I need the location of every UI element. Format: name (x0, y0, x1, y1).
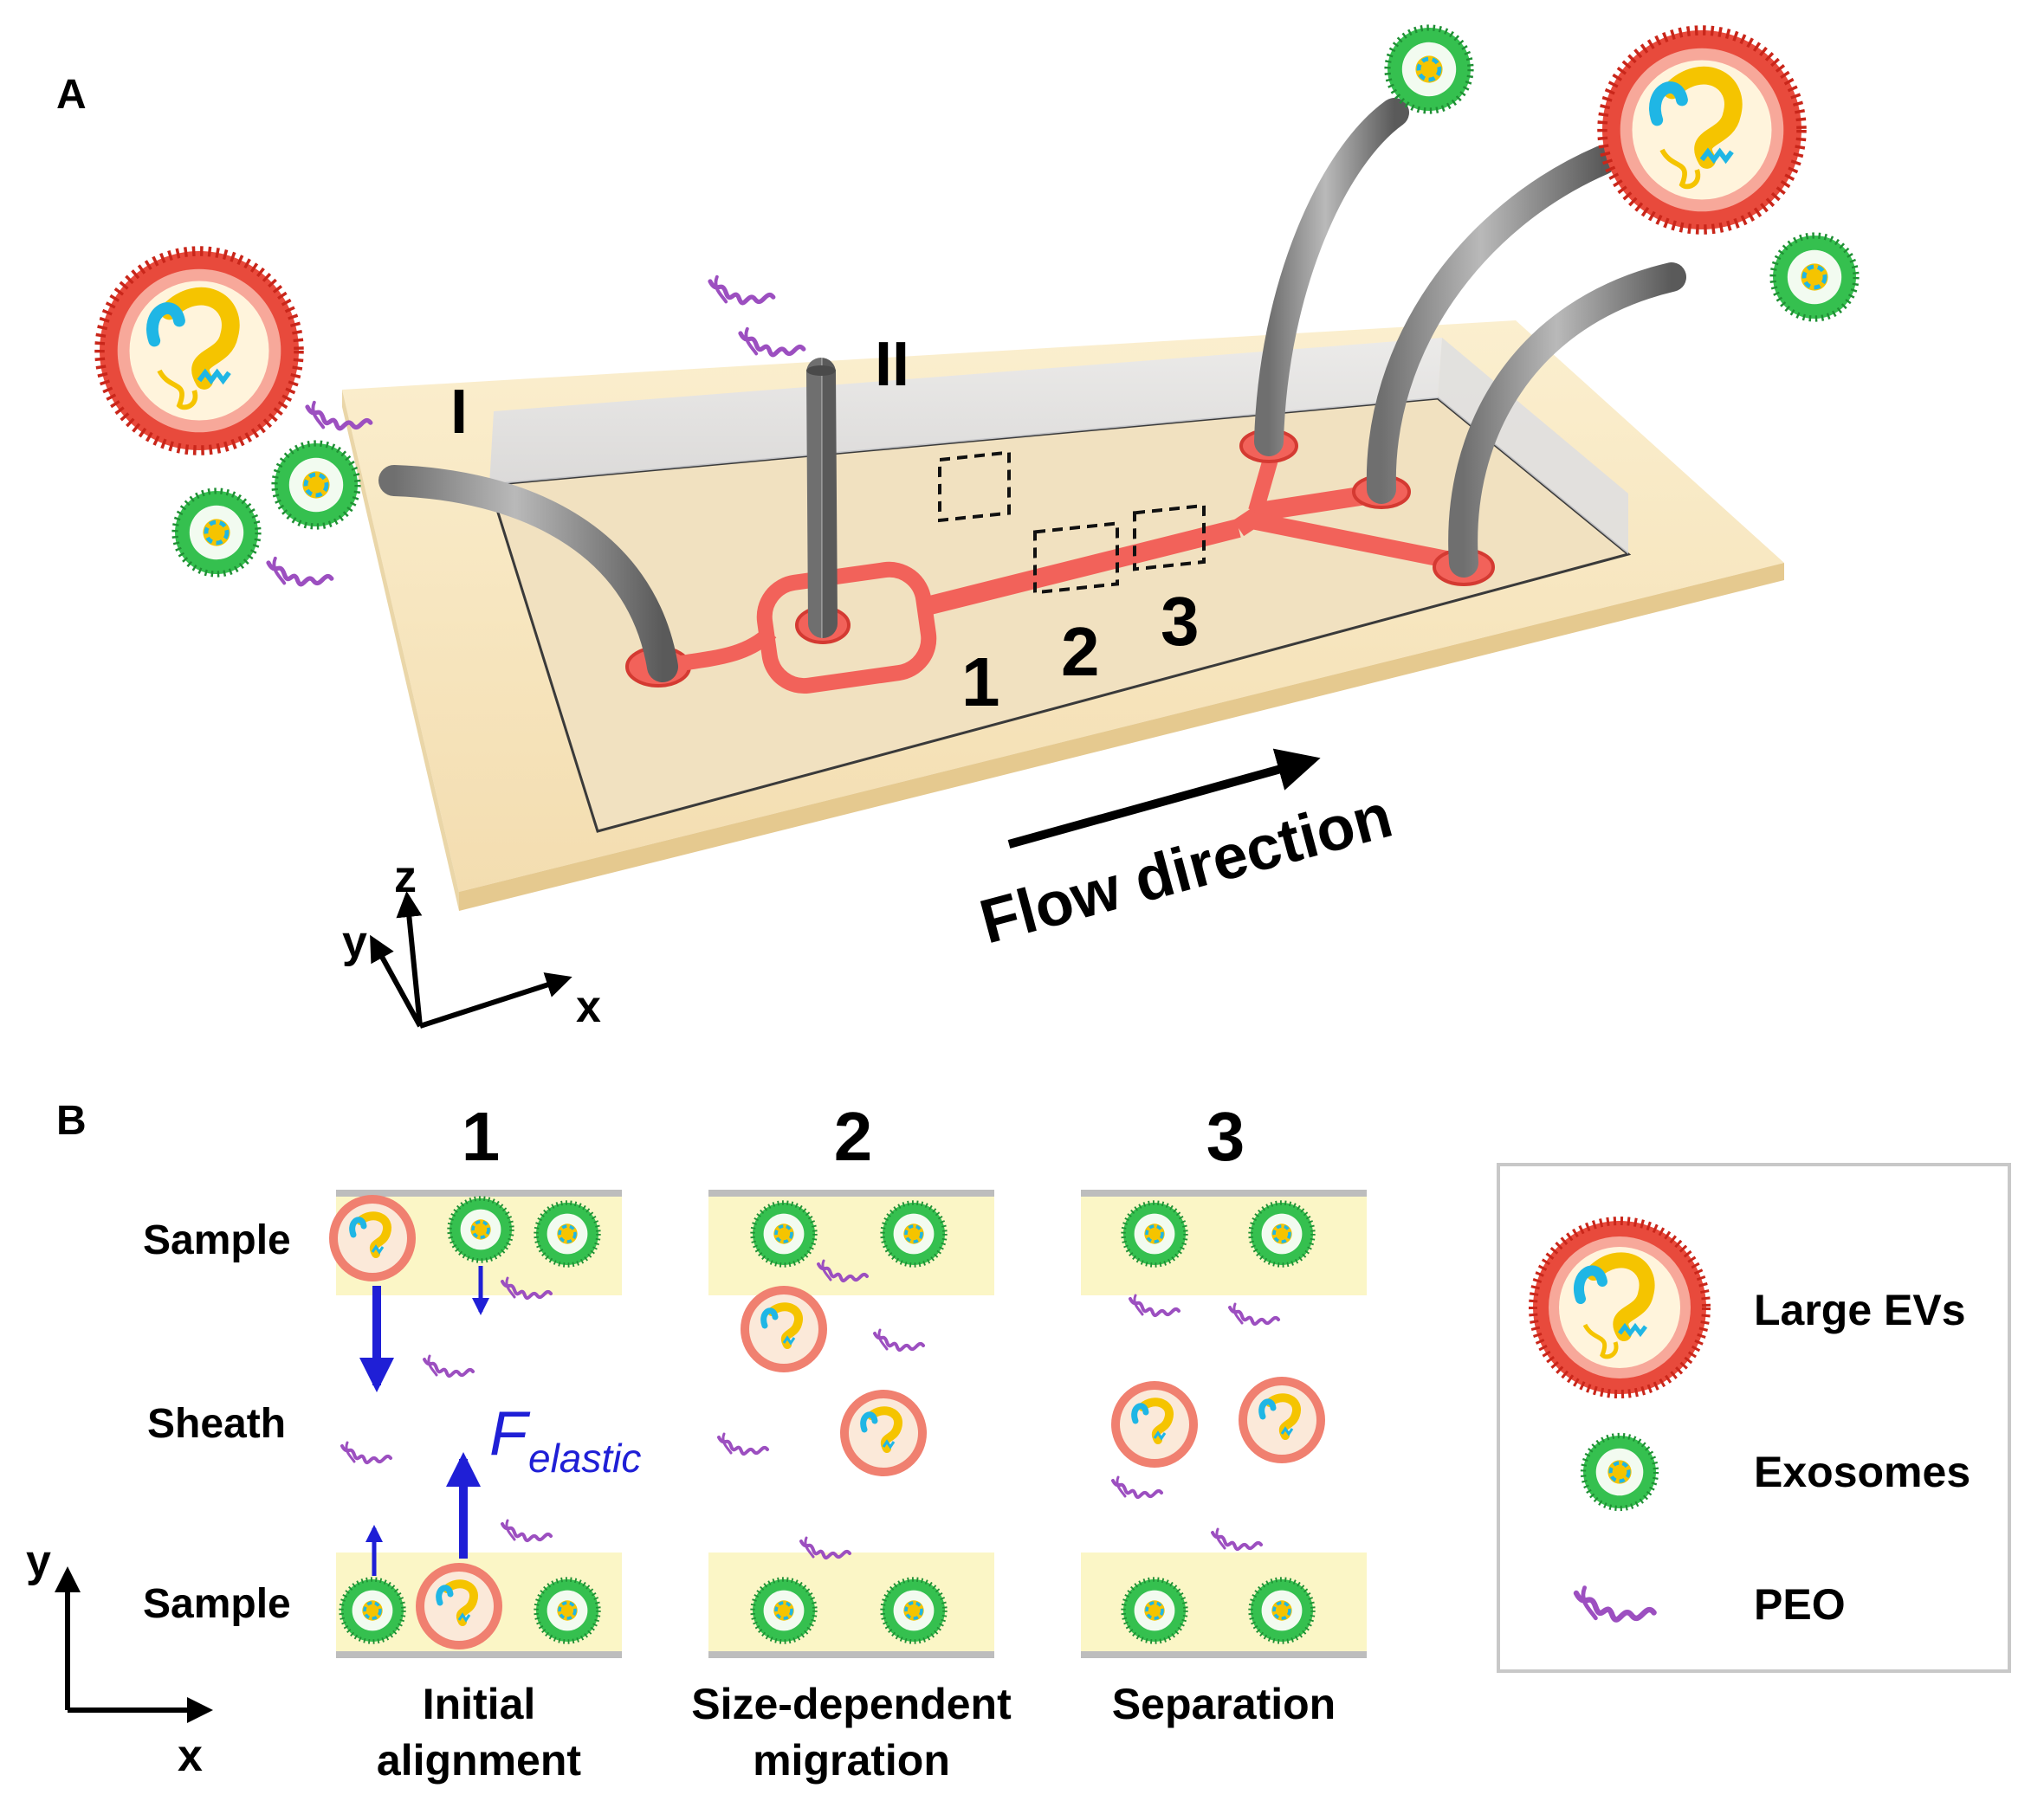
peo-polymer-icon (1129, 1294, 1180, 1318)
exosome-icon (1583, 1436, 1656, 1508)
axis-z-label: z (394, 852, 417, 902)
exosome-icon (175, 491, 258, 574)
axis-x-label: x (576, 982, 601, 1032)
row-label-sheath: Sheath (147, 1401, 286, 1447)
exosome-icon (1251, 1579, 1313, 1642)
panel-a-label: A (56, 72, 87, 118)
stage-3-channel (1081, 1190, 1367, 1658)
peo-polymer-icon (873, 1328, 925, 1352)
exosome-icon (883, 1203, 945, 1265)
panel-b-label: B (56, 1098, 87, 1144)
legend-label-large-evs: Large EVs (1754, 1286, 1966, 1334)
inlet-label-2: II (875, 330, 909, 399)
exosome-icon (1387, 28, 1471, 111)
large-ev-icon (741, 1286, 827, 1372)
panel-a: A 1 2 3 (56, 28, 1856, 1032)
exosome-icon (536, 1203, 598, 1265)
xy-axes (55, 1566, 213, 1723)
stage-1-caption-line2: alignment (377, 1736, 581, 1785)
stage-2-caption-line1: Size-dependent (691, 1680, 1012, 1728)
region-boxes (938, 450, 1206, 595)
peo-polymer-icon (741, 329, 804, 355)
exosome-icon (450, 1198, 512, 1261)
stage-1-caption-line1: Initial (423, 1680, 536, 1728)
large-ev-icon (329, 1195, 416, 1281)
large-ev-icon (1239, 1377, 1325, 1463)
large-ev-icon (1533, 1221, 1706, 1394)
region-label-3: 3 (1161, 583, 1200, 660)
panel-b: B 1 2 3 Sample Sheath Sample (26, 1098, 1367, 1785)
peo-polymer-icon (340, 1441, 392, 1465)
migration-arrows (359, 1266, 489, 1576)
flow-arrow (1007, 748, 1321, 849)
force-label-main: F (489, 1399, 531, 1469)
exosome-icon (341, 1579, 404, 1642)
stage-2-caption-line2: migration (753, 1736, 950, 1785)
legend-label-peo: PEO (1754, 1580, 1846, 1629)
stage-3-caption-line1: Separation (1112, 1680, 1336, 1728)
large-ev-icon (100, 251, 299, 450)
exosome-icon (883, 1579, 945, 1642)
peo-polymer-icon (268, 558, 332, 584)
large-ev-icon (1111, 1381, 1198, 1468)
peo-polymer-icon (423, 1354, 475, 1378)
peo-polymer-icon (501, 1519, 553, 1543)
axis-y-label-b: y (26, 1536, 51, 1586)
legend-label-exosomes: Exosomes (1754, 1448, 1970, 1496)
force-label-subscript: elastic (528, 1436, 641, 1481)
exosome-icon (753, 1579, 815, 1642)
exosome-icon (1123, 1203, 1186, 1265)
large-ev-icon (1602, 30, 1801, 229)
stage-number-1: 1 (462, 1098, 501, 1175)
region-label-2: 2 (1061, 613, 1100, 690)
peo-polymer-icon (710, 277, 773, 303)
exosome-icon (536, 1579, 598, 1642)
legend: Large EVs Exosomes PEO (1497, 1163, 2011, 1673)
axis-x-label-b: x (178, 1731, 203, 1781)
flow-direction-label: Flow direction (973, 781, 1399, 958)
stage-number-3: 3 (1206, 1098, 1245, 1175)
large-ev-icon (840, 1390, 927, 1476)
row-label-sample-bottom: Sample (143, 1581, 291, 1627)
region-label-1: 1 (961, 643, 1000, 720)
exosome-icon (275, 443, 358, 526)
peo-polymer-icon (1211, 1527, 1263, 1552)
tubing (378, 98, 1686, 682)
exosome-icon (753, 1203, 815, 1265)
xyz-axes (370, 891, 572, 1029)
peo-polymer-icon (1111, 1475, 1163, 1500)
exosome-icon (1123, 1579, 1186, 1642)
inlet-label-1: I (450, 378, 468, 447)
peo-polymer-icon (1228, 1302, 1280, 1327)
axis-y-label: y (342, 917, 367, 967)
stage-number-2: 2 (834, 1098, 873, 1175)
row-label-sample-top: Sample (143, 1217, 291, 1263)
exosome-icon (1773, 236, 1856, 319)
peo-polymer-icon (717, 1432, 769, 1456)
exosome-icon (1251, 1203, 1313, 1265)
large-ev-icon (416, 1563, 502, 1649)
